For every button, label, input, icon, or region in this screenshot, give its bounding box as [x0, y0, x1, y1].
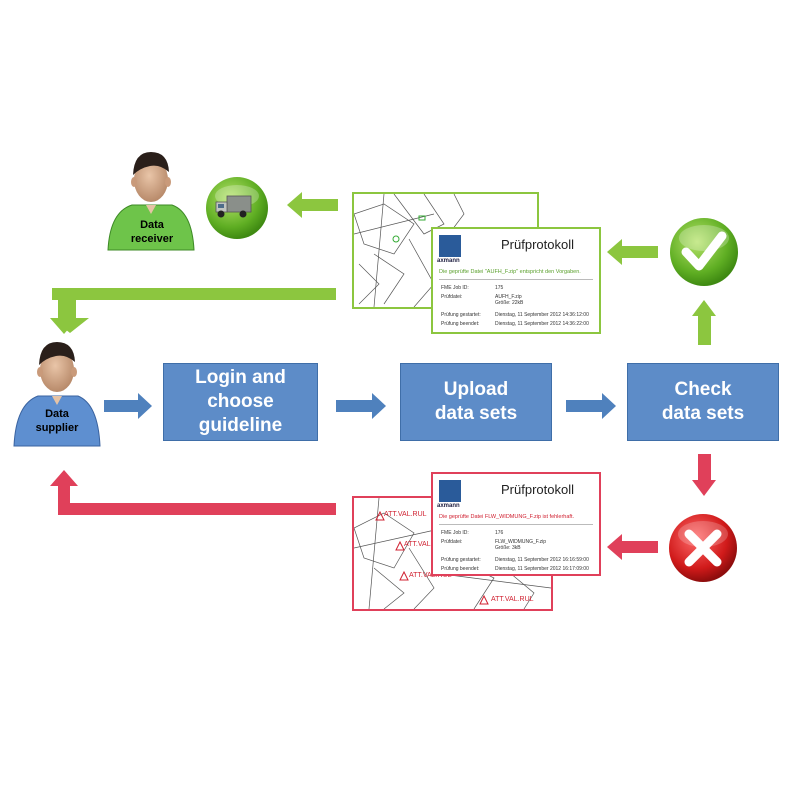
- report-message: Die geprüfte Datei FLW_WIDMUNG_F.zip ist…: [439, 514, 574, 520]
- error-flag: ATT.VAL.RUL: [404, 541, 447, 548]
- error-flag: ATT.VAL.RUL: [491, 596, 534, 603]
- checkmark-icon: [670, 218, 738, 286]
- error-flag: ATT.VAL.RUL: [409, 572, 452, 579]
- arrow-check-down-red: [692, 454, 716, 496]
- report-message: Die geprüfte Datei "AUFH_F.zip" entspric…: [439, 269, 581, 275]
- report-logo-text: axmann: [437, 503, 460, 509]
- job-value: 176: [495, 530, 504, 536]
- axmann-logo-icon: [439, 235, 461, 257]
- arrow-supplier-to-login: [104, 393, 152, 419]
- report-divider: [439, 279, 593, 280]
- file-value: AUFH_F.zip: [495, 294, 522, 300]
- end-value: Dienstag, 11 September 2012 16:17:09:00: [495, 566, 589, 572]
- upload-process-box: Upload data sets: [400, 363, 552, 441]
- cross-icon: [669, 514, 737, 582]
- arrow-red-return-to-supplier: [50, 470, 336, 515]
- axmann-logo-icon: [439, 480, 461, 502]
- arrow-check-up-green: [692, 300, 716, 345]
- upload-label: Upload data sets: [434, 379, 518, 424]
- arrow-login-to-upload: [336, 393, 386, 419]
- start-value: Dienstag, 11 September 2012 16:16:59:00: [495, 557, 589, 563]
- success-report: axmann Prüfprotokoll Die geprüfte Datei …: [431, 227, 601, 334]
- receiver-person-icon: [107, 152, 195, 251]
- file-label: Prüfdatei:: [441, 539, 463, 545]
- arrow-upload-to-check: [566, 393, 616, 419]
- job-label: FME Job ID:: [441, 530, 469, 536]
- login-label: Login and choose guideline: [195, 367, 286, 436]
- end-label: Prüfung beendet:: [441, 321, 480, 327]
- arrow-ok-to-report: [607, 239, 658, 265]
- check-process-box: Check data sets: [627, 363, 779, 441]
- report-divider: [439, 524, 593, 525]
- check-label: Check data sets: [661, 379, 745, 424]
- size-value: Größe: 3kB: [495, 545, 521, 551]
- truck-icon: [206, 177, 268, 239]
- arrow-error-to-report: [607, 534, 658, 560]
- login-process-box: Login and choose guideline: [163, 363, 318, 441]
- end-value: Dienstag, 11 September 2012 14:36:22:00: [495, 321, 589, 327]
- arrow-green-return-to-supplier: [50, 288, 336, 334]
- supplier-person-icon: [13, 342, 101, 447]
- job-label: FME Job ID:: [441, 285, 469, 291]
- job-value: 175: [495, 285, 504, 291]
- report-title: Prüfprotokoll: [501, 237, 574, 252]
- arrow-report-to-truck: [287, 192, 338, 218]
- size-value: Größe: 22kB: [495, 300, 524, 306]
- file-label: Prüfdatei:: [441, 294, 463, 300]
- error-report: axmann Prüfprotokoll Die geprüfte Datei …: [431, 472, 601, 576]
- error-flag: ATT.VAL.RUL: [384, 511, 427, 518]
- report-logo-text: axmann: [437, 258, 460, 264]
- report-title: Prüfprotokoll: [501, 482, 574, 497]
- start-label: Prüfung gestartet:: [441, 312, 481, 318]
- receiver-label: Data receiver: [130, 219, 174, 245]
- file-value: FLW_WIDMUNG_F.zip: [495, 539, 547, 545]
- start-label: Prüfung gestartet:: [441, 557, 481, 563]
- supplier-label: Data supplier: [35, 408, 79, 434]
- start-value: Dienstag, 11 September 2012 14:36:12:00: [495, 312, 589, 318]
- end-label: Prüfung beendet:: [441, 566, 480, 572]
